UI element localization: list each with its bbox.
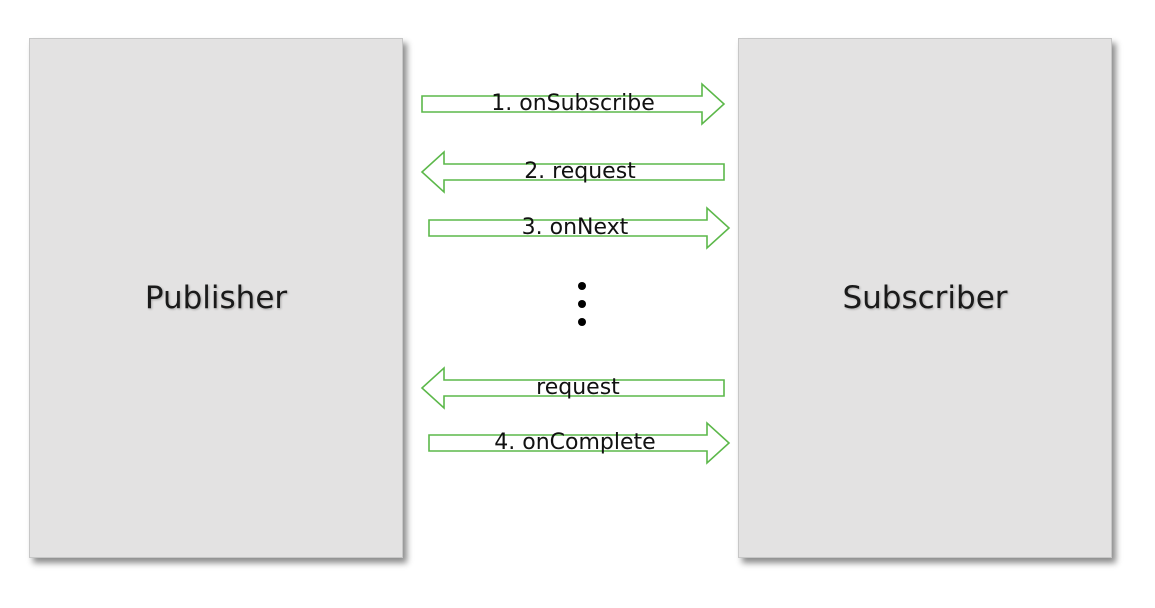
- message-label: 4. onComplete: [494, 430, 656, 455]
- message-label: request: [536, 375, 620, 400]
- arrow-on-next: 3. onNext: [428, 206, 731, 250]
- publisher-label: Publisher: [144, 280, 288, 316]
- subscriber-box: Subscriber: [738, 38, 1112, 558]
- dot: [578, 282, 586, 290]
- arrow-left-icon: [420, 150, 725, 194]
- arrow-request-2: request: [420, 366, 725, 410]
- publisher-box: Publisher: [29, 38, 403, 558]
- arrow-right-icon: [428, 206, 731, 250]
- arrow-request-1: 2. request: [420, 150, 725, 194]
- subscriber-label: Subscriber: [842, 280, 1008, 316]
- arrow-right-icon: [428, 421, 731, 465]
- dot: [578, 318, 586, 326]
- message-label: 3. onNext: [521, 215, 629, 240]
- message-label: 1. onSubscribe: [491, 91, 655, 116]
- message-label: 2. request: [524, 159, 636, 184]
- arrow-on-subscribe: 1. onSubscribe: [421, 82, 726, 126]
- dot: [578, 300, 586, 308]
- arrow-left-icon: [420, 366, 725, 410]
- vertical-ellipsis: [578, 282, 588, 332]
- arrow-right-icon: [421, 82, 726, 126]
- arrow-on-complete: 4. onComplete: [428, 421, 731, 465]
